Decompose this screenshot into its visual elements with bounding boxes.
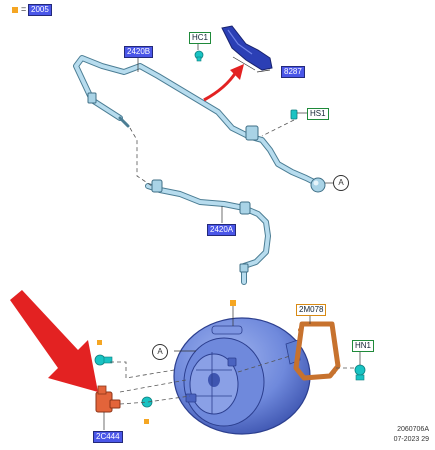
legend-equals: = [21, 4, 27, 14]
clip-lower-center [141, 396, 153, 424]
brake-booster [173, 317, 311, 435]
clip-lower-left [94, 340, 113, 366]
red-arrow-head-icon [230, 64, 244, 80]
label-2420b: 2420B [124, 46, 154, 58]
label-hs1: HS1 [307, 108, 329, 120]
label-2m078: 2M078 [296, 304, 327, 316]
dashed-connector-hs1 [261, 119, 295, 137]
red-arrow-icon [203, 71, 238, 102]
vacuum-hose-2420b [73, 55, 321, 187]
label-2420a: 2420A [207, 224, 237, 236]
label-2c444: 2C444 [93, 431, 123, 443]
dashed-connector [129, 127, 153, 187]
callout-a-upper: A [333, 175, 349, 191]
figure-reference: 2060706A [397, 426, 429, 433]
clip-hs1 [290, 109, 307, 120]
dashed-assembly-lines [110, 355, 356, 405]
leader-line [232, 56, 256, 71]
callout-a-lower: A [152, 344, 168, 360]
bracket-8287 [221, 25, 273, 71]
label-hc1: HC1 [189, 32, 212, 44]
fastener-marker [230, 300, 236, 306]
leader-line [256, 69, 271, 73]
hose-clamp [151, 179, 251, 273]
clip-hc1 [194, 50, 204, 62]
big-red-arrow-icon [10, 290, 98, 392]
figure-date: 07-2023 29 [393, 436, 429, 443]
legend-code-label: 2005 [28, 4, 52, 16]
vacuum-hose-2420a [145, 183, 271, 285]
label-hn1: HN1 [352, 340, 375, 352]
vacuum-sensor-2c444 [95, 385, 121, 413]
clip-hn1 [354, 352, 366, 381]
label-8287: 8287 [281, 66, 305, 78]
fastener-legend-marker [12, 7, 18, 13]
gasket-2m078 [293, 321, 341, 381]
hose-connector [87, 92, 326, 193]
